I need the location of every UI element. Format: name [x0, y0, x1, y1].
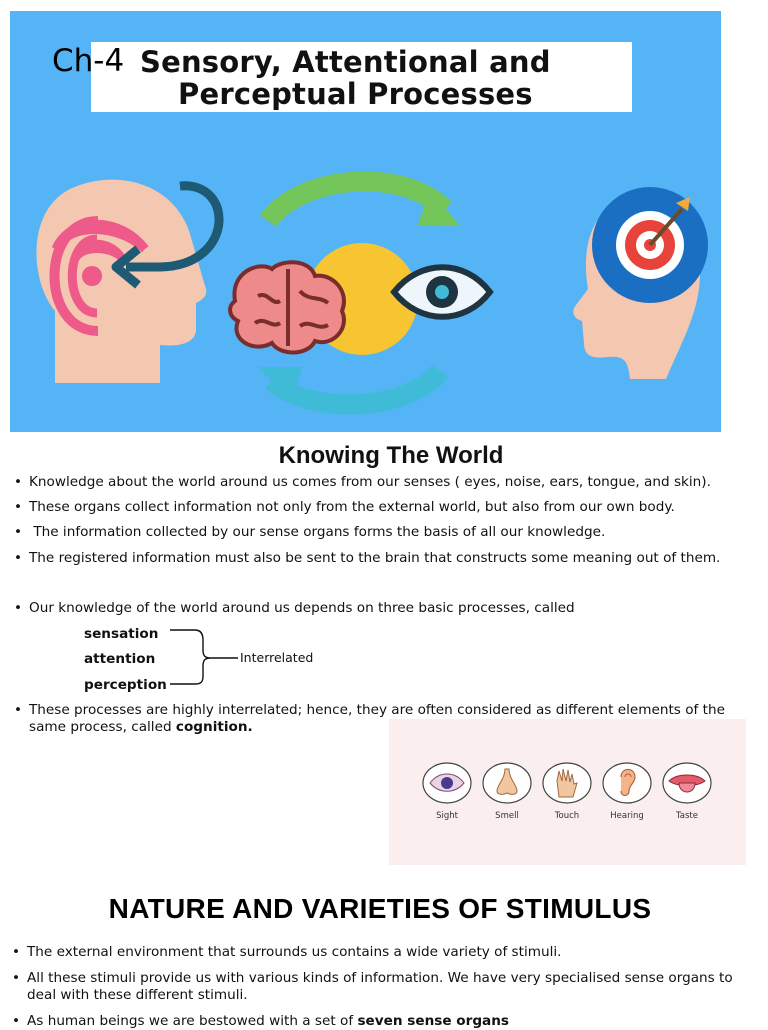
sense-taste: Taste	[659, 761, 715, 821]
chapter-banner: Ch-4 Sensory, Attentional and Perceptual…	[10, 11, 721, 432]
cognition-term: cognition.	[175, 719, 253, 735]
list-item: •The external environment that surrounds…	[12, 944, 562, 960]
target-arrow-icon	[648, 197, 690, 247]
process-attention: attention	[84, 651, 156, 667]
knowing-heading: Knowing The World	[278, 442, 504, 469]
eye-icon	[422, 762, 472, 804]
interrelated-label: Interrelated	[240, 650, 314, 665]
hand-icon	[542, 762, 592, 804]
ear-icon	[602, 762, 652, 804]
sense-label: Sight	[436, 811, 458, 821]
bullet-text: Our knowledge of the world around us dep…	[29, 600, 575, 616]
bullet-text: All these stimuli provide us with variou…	[27, 970, 733, 1003]
chapter-number: Ch-4	[52, 43, 125, 79]
process-perception: perception	[84, 677, 167, 693]
sense-label: Hearing	[610, 811, 644, 821]
list-item: •These organs collect information not on…	[14, 499, 675, 515]
bullet-text: The information collected by our sense o…	[29, 524, 606, 540]
bullet-text: These organs collect information not onl…	[29, 499, 675, 515]
chapter-title-line2: Perceptual Processes	[178, 77, 533, 111]
bullet-text: The registered information must also be …	[29, 550, 721, 566]
bullet-text: Knowledge about the world around us come…	[29, 474, 711, 490]
list-item: •Knowledge about the world around us com…	[14, 474, 711, 490]
list-item: •Our knowledge of the world around us de…	[14, 600, 575, 616]
sense-label: Smell	[495, 811, 519, 821]
list-item: • These processes are highly interrelate…	[14, 702, 725, 735]
banner-illustration	[36, 171, 708, 415]
head-with-sound-icon	[36, 179, 224, 383]
bullet-text: These processes are highly interrelated;…	[29, 702, 725, 735]
cycle-arrows-icon	[258, 171, 460, 415]
list-item: •As human beings we are bestowed with a …	[12, 1013, 510, 1029]
bullet-text: As human beings we are bestowed with a s…	[27, 1013, 358, 1029]
sense-touch: Touch	[539, 761, 595, 821]
sense-sight: Sight	[419, 761, 475, 821]
sense-label: Taste	[676, 811, 698, 821]
eye-icon	[390, 264, 494, 320]
process-sensation: sensation	[84, 626, 159, 642]
list-item: •All these stimuli provide us with vario…	[12, 970, 742, 1004]
sense-smell: Smell	[479, 761, 535, 821]
list-item: • The information collected by our sense…	[14, 524, 606, 540]
brain-icon	[228, 260, 346, 355]
sense-hearing: Hearing	[599, 761, 655, 821]
bullet-text: The external environment that surrounds …	[27, 944, 562, 960]
nature-heading: NATURE AND VARIETIES OF STIMULUS	[108, 893, 652, 924]
five-senses-image: Sight Smell Touch Hearing Taste	[389, 719, 746, 865]
seven-sense-organs-term: seven sense organs	[357, 1013, 510, 1029]
head-with-target-icon	[573, 187, 708, 379]
title-box	[91, 42, 632, 112]
nose-icon	[482, 762, 532, 804]
tongue-icon	[662, 762, 712, 804]
list-item: •The registered information must also be…	[14, 550, 721, 566]
curly-brace-icon	[170, 629, 238, 685]
sense-label: Touch	[554, 811, 580, 821]
chapter-title-line1: Sensory, Attentional and	[140, 45, 551, 79]
